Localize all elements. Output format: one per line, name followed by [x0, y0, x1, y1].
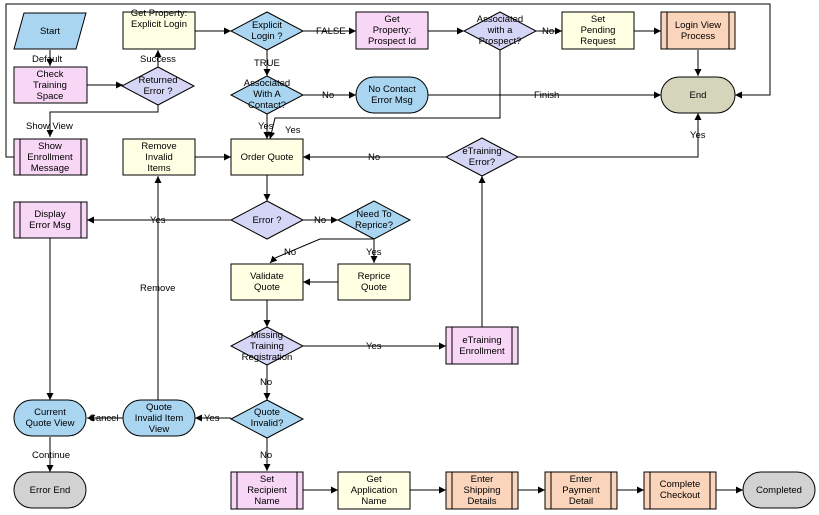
node-get-property-explicit-login[interactable]: Get Property:Explicit Login — [122, 8, 196, 50]
node-order-quote-label: Order Quote — [241, 152, 294, 163]
edges — [5, 3, 771, 494]
label-finish: Finish — [534, 90, 559, 101]
edge-showenroll-loop-end — [5, 3, 771, 158]
edge-labels: Default Success FALSE TRUE No No Finish … — [26, 26, 706, 461]
nodes: Start Get Property:Explicit Login Explic… — [13, 8, 816, 510]
node-completed-label: Completed — [756, 485, 802, 496]
label-no-etraining: No — [368, 152, 380, 163]
node-error-decision[interactable]: Error ? — [229, 200, 305, 240]
node-error-end[interactable]: Error End — [13, 471, 87, 509]
label-yes-error: Yes — [150, 215, 166, 226]
node-start-label: Start — [40, 26, 60, 37]
label-no-missing: No — [260, 377, 272, 388]
label-default: Default — [32, 54, 62, 65]
label-no-prospect: No — [542, 26, 554, 37]
label-yes-missing: Yes — [366, 341, 382, 352]
label-false: FALSE — [316, 26, 346, 37]
node-error-end-label: Error End — [30, 485, 71, 496]
node-get-property-explicit-label: Get Property:Explicit Login — [131, 8, 188, 30]
node-start[interactable]: Start — [13, 12, 87, 50]
label-yes-etraining: Yes — [690, 130, 706, 141]
edge-returned-showenroll — [46, 104, 159, 137]
label-no-reprice: No — [284, 247, 296, 258]
label-no-invalid: No — [260, 450, 272, 461]
label-remove: Remove — [140, 283, 175, 294]
label-no-error: No — [314, 215, 326, 226]
label-continue: Continue — [32, 450, 70, 461]
edge-need-validate — [269, 238, 374, 264]
label-success: Success — [140, 54, 176, 65]
node-end[interactable]: End — [660, 76, 736, 114]
label-no-contact: No — [322, 90, 334, 101]
node-completed[interactable]: Completed — [742, 471, 816, 509]
node-end-label: End — [690, 90, 707, 101]
edge-assocprospect-order — [268, 50, 501, 140]
label-yes-invalid: Yes — [204, 413, 220, 424]
label-cancel: Cancel — [89, 413, 119, 424]
edge-etrainerr-end — [518, 113, 702, 158]
label-yes-contact: Yes — [258, 121, 274, 132]
label-show-view: Show View — [26, 121, 73, 132]
label-true: TRUE — [254, 58, 280, 69]
label-yes-prospect: Yes — [285, 125, 301, 136]
node-order-quote[interactable]: Order Quote — [230, 138, 304, 176]
node-error-label: Error ? — [252, 215, 281, 226]
label-yes-reprice: Yes — [366, 247, 382, 258]
